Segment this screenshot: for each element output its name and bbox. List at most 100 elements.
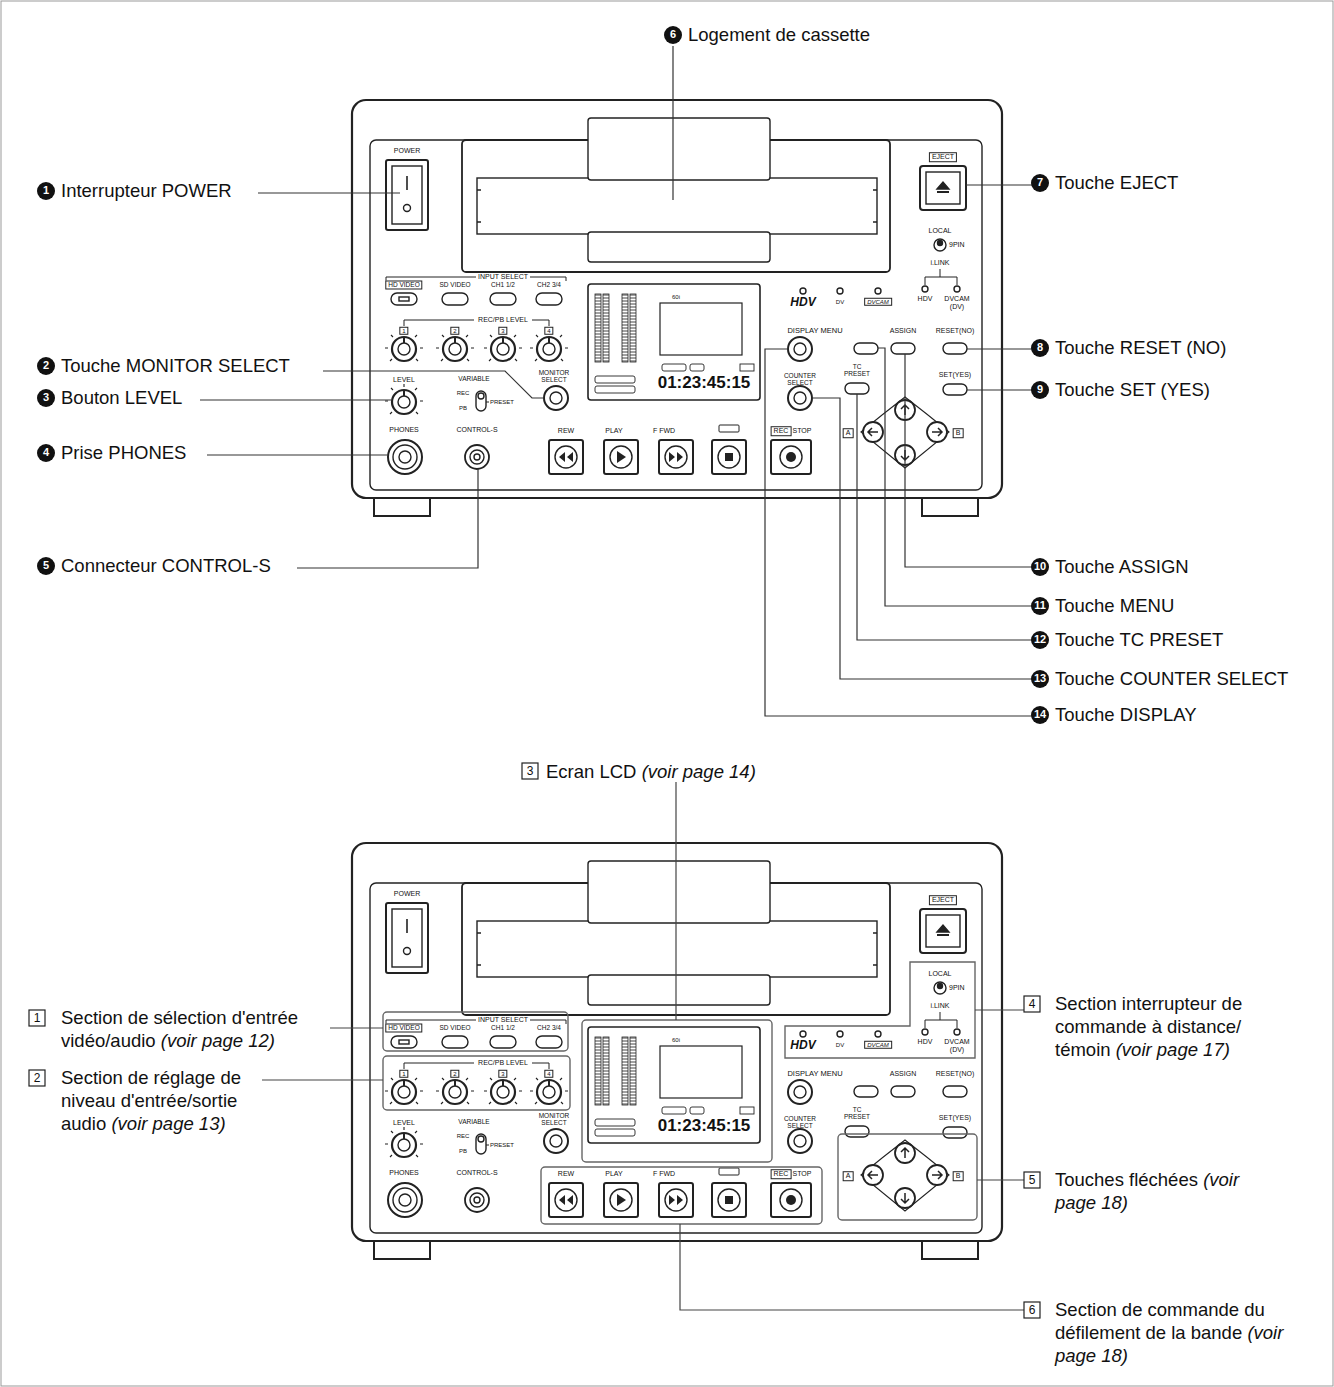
callout-badge [1031,670,1049,688]
callout-badge [1031,631,1049,649]
callout-badge [37,26,1049,724]
callout-badge [1031,558,1049,576]
panel-label: EJECT [929,895,957,905]
panel-label: CH2 3/4 [537,281,561,288]
callout-label: Logement de cassette [688,25,870,45]
panel-label: REC [457,390,470,396]
panel-label: ASSIGN [890,1070,916,1078]
panel-label: REC [771,1169,792,1179]
panel-label: DV [836,1042,844,1048]
panel-label: SD VIDEO [439,281,470,288]
callout-label: Touche RESET (NO) [1055,338,1226,358]
callout-box [29,1010,45,1026]
panel-label: PRESET [490,399,514,405]
callout-label: Touches fléchées [1055,1169,1198,1190]
leader-line [200,399,391,400]
panel-label: POWER [394,890,420,898]
panel-label: 1 [399,327,408,335]
callout-number: 6 [670,29,676,41]
callout-badge [37,389,55,407]
section-outline [383,1012,568,1051]
leader-line [812,398,1035,679]
panel-label: MONITOR SELECT [532,369,576,383]
panel-label: PB [459,1148,467,1154]
callout-label: Bouton LEVEL [61,388,182,408]
page-reference: (voir page 14) [642,761,756,782]
callout-badge [1031,597,1049,615]
callout-text-block: Section interrupteur de commande à dista… [1055,992,1285,1061]
callout-number: 3 [43,392,49,404]
leader-line [675,782,676,1020]
panel-label: REW [558,1170,574,1178]
panel-label: PB [459,405,467,411]
panel-label: PRESET [490,1142,514,1148]
panel-label: REC/PB LEVEL [478,316,528,324]
leader-line [765,349,1035,716]
panel-label: CH2 3/4 [537,1024,561,1031]
leader-line [262,782,1024,1310]
callout-label: Touche ASSIGN [1055,557,1189,577]
lcd-readout: 01:23:45:15 [658,1117,751,1135]
panel-label: 60i [672,1037,680,1043]
section-outline [383,1056,570,1110]
section-outline [838,1134,977,1220]
panel-label: A [843,1171,854,1181]
callout-number: 12 [1034,634,1046,646]
panel-label: SD VIDEO [439,1024,470,1031]
callout-badge [1031,339,1049,357]
panel-label: 2 [450,327,459,335]
callout-text-block: Section de réglage de niveau d'entrée/so… [61,1066,271,1135]
panel-label: HD VIDEO [385,280,422,289]
panel-label: POWER [394,147,420,155]
leader-line [297,469,478,568]
page-reference: (voir page 17) [1116,1039,1230,1060]
leader-line [975,1009,1024,1010]
callout-number: 2 [43,360,49,372]
panel-label: SET(YES) [939,1114,971,1122]
panel-label: DVCAM [864,298,892,306]
callout-box [29,1070,45,1086]
panel-label: i.LINK [930,1002,949,1010]
panel-label: CH1 1/2 [491,281,515,288]
panel-label: PLAY [605,1170,622,1178]
callout-label: Interrupteur POWER [61,181,232,201]
panel-label: TC PRESET [842,363,872,377]
panel-label: DVCAM [864,1041,892,1049]
panel-label: REW [558,427,574,435]
callout-label: Ecran LCD [546,761,636,782]
panel-label: HDV [918,295,933,303]
callout-box [1024,996,1040,1012]
panel-label: PLAY [605,427,622,435]
panel-label: INPUT SELECT [478,1016,528,1024]
leader-line [878,348,1035,606]
panel-label: INPUT SELECT [478,273,528,281]
leader-line [967,389,1035,390]
panel-label: 4 [544,1070,553,1078]
callout-badge [37,182,55,200]
callout-text-block: Section de sélection d'entrée vidéo/audi… [61,1006,331,1052]
leader-line [905,354,1035,567]
panel-label: HD VIDEO [385,1023,422,1032]
callout-number: 5 [1029,1174,1036,1187]
panel-label: 9PIN [949,241,965,249]
panel-label: DV [836,299,844,305]
panel-label: PHONES [389,1169,419,1177]
panel-label: 3 [498,327,507,335]
panel-label: STOP [793,427,812,435]
panel-label: 60i [672,294,680,300]
callout-number: 7 [1037,177,1043,189]
panel-label: LOCAL [929,227,952,235]
page-reference: (voir page 13) [111,1113,225,1134]
callout-label: Touche MONITOR SELECT [61,356,290,376]
section-outline [383,962,977,1224]
panel-label: HDV [790,296,815,309]
panel-label: PHONES [389,426,419,434]
page-reference: (voir page 12) [161,1030,275,1051]
callout-box [1024,1172,1040,1188]
panel-label: A [843,428,854,438]
panel-label: CONTROL-S [456,426,497,434]
callout-badge [37,444,55,462]
panel-label: COUNTER SELECT [777,1115,823,1129]
callout-box [29,763,1040,1318]
panel-label: REC/PB LEVEL [478,1059,528,1067]
